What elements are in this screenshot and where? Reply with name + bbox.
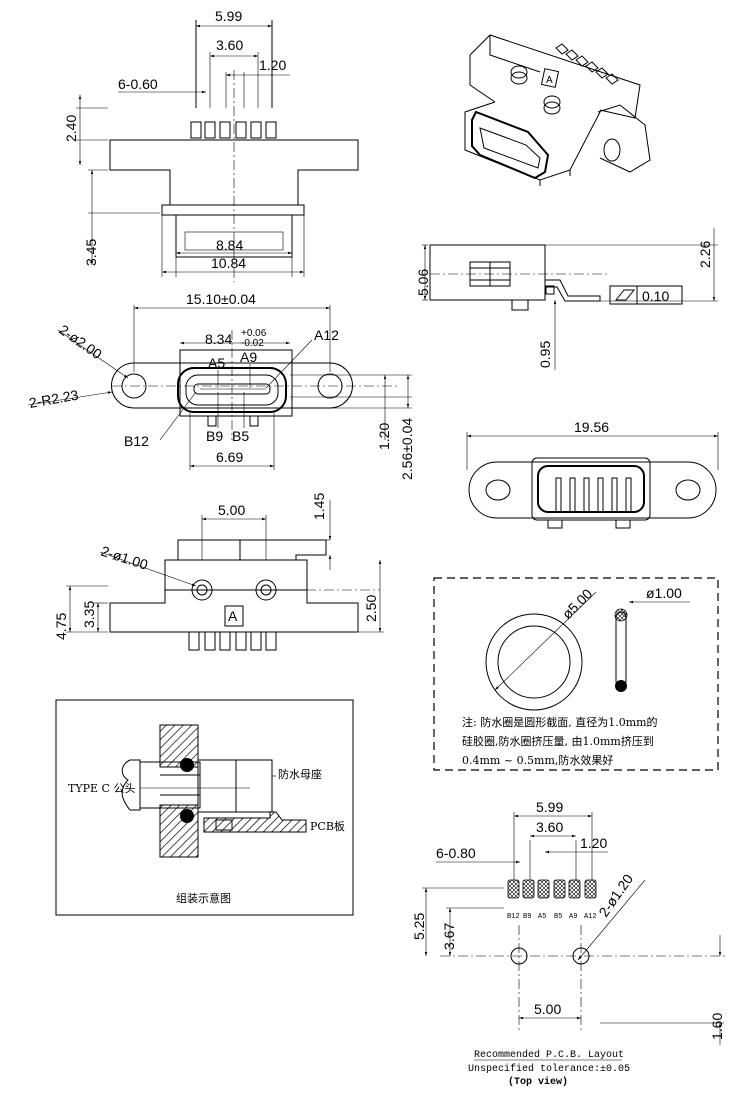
pin-label-a12: A12 [314, 327, 339, 343]
flatness-value: 0.10 [642, 288, 669, 304]
front-dim-3.45: 3.45 [83, 239, 99, 266]
pcb-pad-a9: A9 [569, 913, 577, 921]
seal-note-box: ø5.00 ø1.00 注: 防水圈是圆形截面, 直径为1.0mm的 硅胶圈,防… [433, 577, 719, 771]
plan-view: 15.10±0.04 8.34 +0.06 -0.02 A5 A9 A12 B1… [28, 291, 415, 480]
seal-dim-cross-section: ø1.00 [646, 585, 682, 601]
pcb-pad-b9: B9 [523, 913, 531, 921]
assembly-diagram: TYPE C 公头 防水母座 PCB板 组装示意图 [55, 699, 354, 916]
pcb-dim-5.25: 5.25 [411, 913, 427, 940]
seal-note-line-2: 硅胶圈,防水圈挤压量, 由1.0mm挤压到 [462, 734, 654, 748]
pcb-pad-a5: A5 [538, 913, 546, 921]
bottom-view: 5.00 A 1.45 2-ø1.00 4.75 3.35 [53, 493, 384, 651]
pin-label-a5: A5 [208, 355, 225, 371]
bottom-dim-peg: 2-ø1.00 [99, 543, 150, 573]
pcb-dim-3.67: 3.67 [441, 923, 457, 950]
bottom-marking: A [228, 608, 238, 624]
pcb-pad-b5: B5 [554, 913, 562, 921]
pcb-dim-5.99: 5.99 [536, 799, 563, 815]
bottom-dim-1.45: 1.45 [311, 493, 327, 520]
plan-dim-hole: 2-ø2.00 [56, 321, 105, 362]
bottom-pins [188, 631, 277, 651]
seal-note-line-1: 注: 防水圈是圆形截面, 直径为1.0mm的 [462, 715, 658, 729]
front-dim-6-0.60: 6-0.60 [118, 76, 158, 92]
side-view: 5.06 2.26 0.95 0.10 [415, 228, 718, 370]
rear-contacts [555, 477, 632, 513]
pcb-dim-1.20: 1.20 [580, 835, 607, 851]
side-dim-5.06: 5.06 [415, 269, 431, 296]
plan-dim-radius: 2-R2.23 [28, 387, 80, 411]
iso-marking: A [546, 75, 553, 86]
pin-label-a9: A9 [240, 349, 257, 365]
side-dim-2.26: 2.26 [697, 241, 713, 268]
pcb-dim-6-0.80: 6-0.80 [436, 845, 476, 861]
bottom-dim-2.50: 2.50 [363, 595, 379, 622]
plan-dim-8.34-tol-minus: -0.02 [241, 338, 264, 349]
plan-dim-8.34: 8.34 [205, 331, 232, 347]
bottom-dim-5.00: 5.00 [218, 502, 245, 518]
assembly-caption: 组装示意图 [176, 891, 231, 905]
rear-view: 19.56 [466, 419, 719, 529]
front-dim-5.99: 5.99 [215, 8, 242, 24]
pcb-dim-hole: 2-ø1.20 [595, 871, 636, 920]
assembly-label-pcb: PCB板 [310, 819, 345, 833]
isometric-view: A [464, 34, 651, 186]
plan-dim-6.69: 6.69 [216, 449, 243, 465]
front-dim-3.60: 3.60 [216, 37, 243, 53]
front-dim-1.20: 1.20 [259, 57, 286, 73]
seal-note-line-3: 0.4mm ~ 0.5mm,防水效果好 [462, 753, 613, 767]
pcb-view-label: (Top view) [508, 1076, 568, 1088]
plan-dim-1.20: 1.20 [376, 423, 392, 450]
pcb-layout: 5.99 3.60 1.20 6-0.80 B12 B9 A5 B5 A9 A1… [411, 799, 725, 1088]
pin-label-b12: B12 [124, 433, 149, 449]
pcb-dim-5.00: 5.00 [534, 1001, 561, 1017]
iso-pins [555, 43, 619, 85]
pcb-dim-1.60: 1.60 [709, 1013, 725, 1040]
seal-dim-ring: ø5.00 [559, 585, 596, 622]
pcb-pad-b12: B12 [507, 913, 520, 921]
bottom-dim-3.35: 3.35 [81, 601, 97, 628]
front-dim-2.40: 2.40 [63, 115, 79, 142]
assembly-label-socket: 防水母座 [278, 767, 322, 781]
front-pins [190, 20, 277, 139]
front-dim-8.84: 8.84 [216, 237, 243, 253]
pcb-pad-a12: A12 [584, 913, 597, 921]
pcb-pads [507, 879, 597, 899]
side-dim-0.95: 0.95 [537, 341, 553, 368]
pcb-tolerance: Unspecified tolerance:±0.05 [468, 1063, 630, 1075]
pcb-layout-title: Recommended P.C.B. Layout [474, 1049, 624, 1061]
pin-label-b9: B9 [206, 428, 223, 444]
pin-label-b5: B5 [232, 428, 249, 444]
plan-dim-15.10: 15.10±0.04 [186, 291, 256, 307]
bottom-dim-4.75: 4.75 [53, 613, 69, 640]
front-view: 5.99 3.60 1.20 6-0.60 2.40 3.45 8.84 10.… [63, 8, 359, 282]
assembly-label-plug: TYPE C 公头 [68, 782, 135, 795]
pcb-dim-3.60: 3.60 [536, 819, 563, 835]
front-dim-10.84: 10.84 [211, 255, 246, 271]
rear-dim-19.56: 19.56 [574, 419, 609, 435]
plan-dim-8.34-tol-plus: +0.06 [241, 328, 267, 339]
plan-dim-2.56: 2.56±0.04 [399, 418, 415, 480]
